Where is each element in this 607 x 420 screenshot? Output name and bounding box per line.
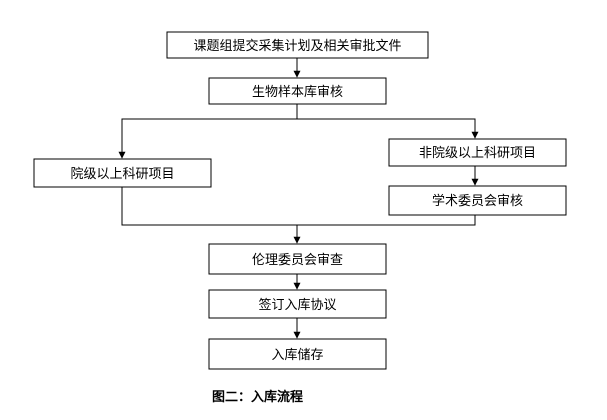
node-academic-committee-review: 学术委员会审核 [388, 185, 567, 216]
figure-caption: 图二：入库流程 [212, 390, 304, 405]
node-non-hospital-project-label: 非院级以上科研项目 [419, 146, 536, 161]
node-storage: 入库储存 [208, 338, 387, 370]
node-submit-documents: 课题组提交采集计划及相关审批文件 [166, 31, 429, 59]
node-hospital-project-label: 院级以上科研项目 [70, 167, 174, 182]
edge-merge-to-ethics [121, 187, 476, 243]
node-ethics-committee-review: 伦理委员会审查 [208, 243, 387, 275]
node-storage-label: 入库储存 [271, 347, 323, 363]
node-sign-agreement-label: 签订入库协议 [258, 297, 336, 313]
node-submit-documents-label: 课题组提交采集计划及相关审批文件 [193, 38, 401, 54]
node-biobank-review: 生物样本库审核 [208, 77, 387, 105]
node-academic-committee-review-label: 学术委员会审核 [432, 193, 523, 209]
edges [118, 58, 476, 339]
node-non-hospital-project: 非院级以上科研项目 [388, 138, 567, 167]
node-ethics-committee-review-label: 伦理委员会审查 [252, 253, 343, 268]
node-hospital-project: 院级以上科研项目 [33, 158, 212, 188]
node-biobank-review-label: 生物样本库审核 [252, 84, 343, 100]
node-sign-agreement: 签订入库协议 [208, 289, 387, 319]
